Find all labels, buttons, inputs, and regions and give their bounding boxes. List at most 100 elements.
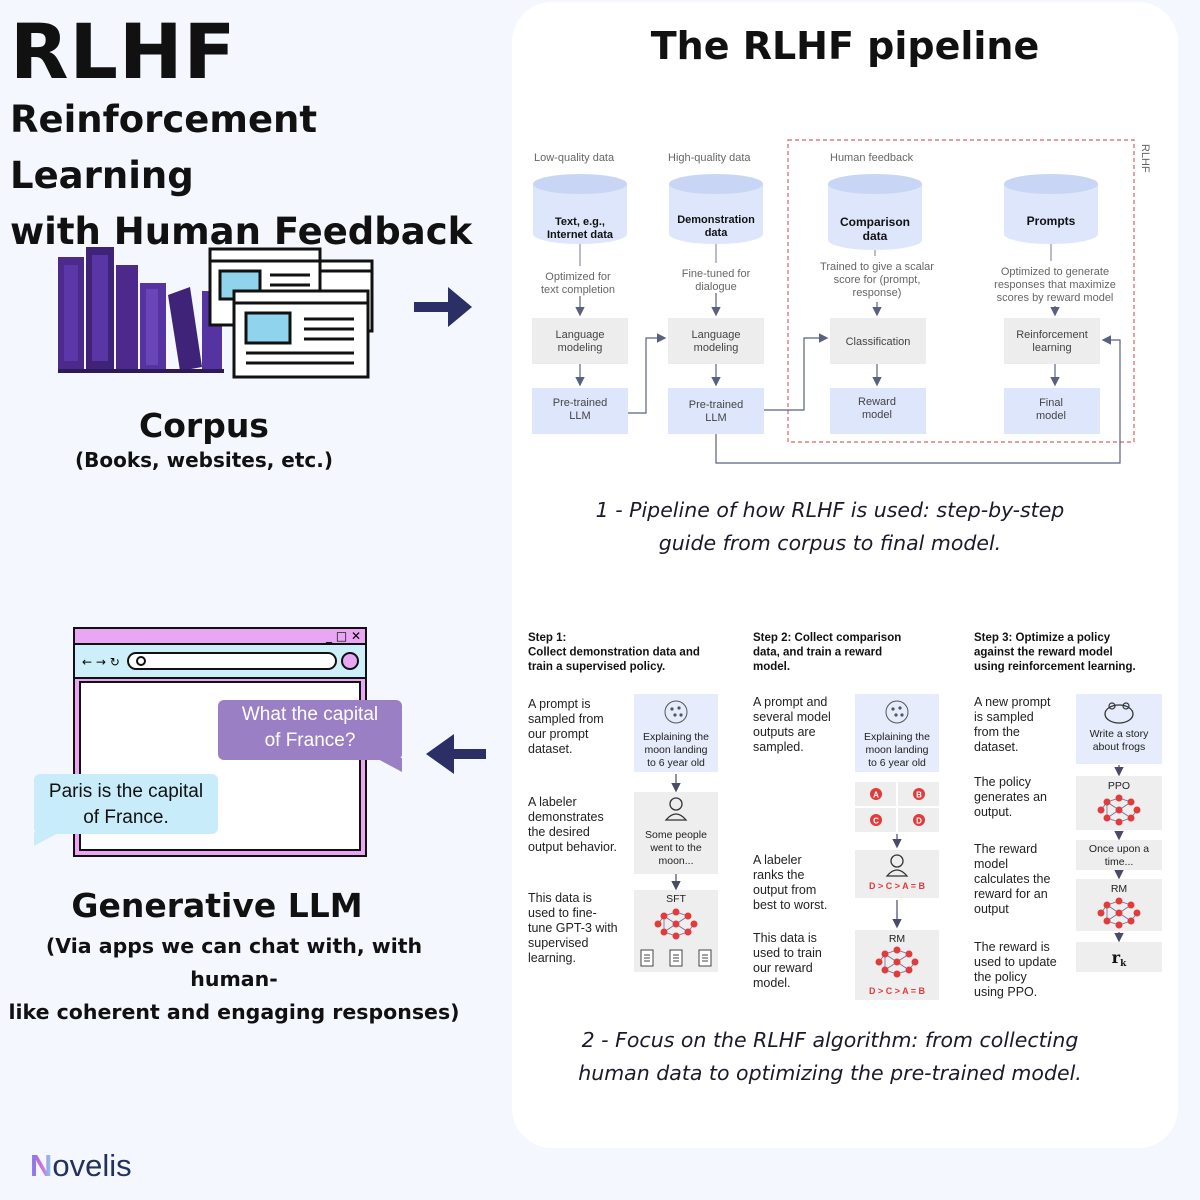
box-label: Classification (846, 336, 911, 348)
box-language-modeling-1 (532, 318, 628, 364)
s1-prompt-card (634, 694, 718, 772)
subtitle-line-2: with Human Feedback (10, 210, 473, 253)
browser-windows-icon (208, 247, 374, 379)
option-label: D (916, 817, 922, 826)
corpus-illustration (58, 247, 374, 379)
s3-output-card (1076, 840, 1162, 870)
box-reinforcement-learning (1004, 318, 1100, 364)
novelis-logo: Novelis (30, 1148, 132, 1184)
box-reward-model (830, 388, 926, 434)
question-text: What the capital of France? (218, 702, 402, 754)
question-line-1: What the capital (241, 704, 379, 725)
question-line-2: of France? (264, 730, 356, 751)
col-label-low: Low-quality data (534, 152, 615, 164)
main-title: RLHF (10, 7, 237, 96)
arrow-right-icon (414, 287, 472, 327)
arrow-left-icon (426, 734, 486, 774)
option-label: A (873, 791, 879, 800)
search-icon (136, 656, 146, 666)
col-label-high: High-quality data (668, 152, 751, 164)
s2-prompt-card (855, 694, 939, 772)
algorithm-caption-line-2: human data to optimizing the pre-trained… (578, 1061, 1082, 1085)
cylinder-prompts: Prompts (1004, 174, 1098, 244)
answer-text: Paris is the capital of France. (34, 779, 218, 831)
generative-subtitle-line-1: (Via apps we can chat with, with human- (45, 934, 423, 991)
box-language-modeling-2 (668, 318, 764, 364)
box-pretrained-llm-2 (668, 388, 764, 434)
option-label: B (916, 791, 922, 800)
card-label: PPO (1108, 780, 1130, 792)
corpus-subtitle: (Books, websites, etc.) (74, 448, 334, 472)
moon-icon (664, 700, 688, 724)
pipeline-title: The RLHF pipeline (650, 24, 1040, 68)
logo-initial: N (30, 1148, 53, 1183)
document-icon (669, 949, 683, 967)
question-bubble (218, 700, 402, 772)
card-label: RM (889, 933, 905, 945)
logo-text: ovelis (52, 1148, 132, 1183)
card-label: RM (1111, 883, 1127, 895)
pipeline-caption-line-2: guide from corpus to final model. (658, 531, 1002, 555)
ranking-text: D > C > A = B (869, 986, 926, 996)
cylinder-text-data: Text, e.g.,Internet data (533, 174, 627, 244)
nav-arrows-icon: ← → ↻ (82, 655, 120, 669)
person-icon (669, 797, 683, 811)
cylinder-label: Prompts (1027, 214, 1076, 228)
s3-prompt-card (1076, 694, 1162, 764)
s2-outputs-grid: A B C D (855, 782, 939, 832)
subtitle-line-1: Reinforcement Learning (10, 98, 318, 197)
s2-labeler-card (855, 850, 939, 898)
cylinder-label: Text, e.g.,Internet data (547, 216, 614, 241)
frog-icon (1104, 704, 1134, 724)
box-final-model (1004, 388, 1100, 434)
rlhf-side-label: RLHF (1139, 144, 1151, 173)
subtitle: Reinforcement Learning with Human Feedba… (10, 92, 490, 260)
search-bar (127, 652, 337, 670)
answer-line-2: of France. (83, 807, 169, 828)
pipeline-diagram: RLHF Low-quality data High-quality data … (532, 139, 1151, 464)
corpus-title: Corpus (139, 406, 269, 445)
moon-icon (885, 700, 909, 724)
box-classification (830, 318, 926, 364)
pipeline-caption-line-1: 1 - Pipeline of how RLHF is used: step-b… (595, 498, 1065, 522)
person-icon (890, 854, 904, 868)
generative-subtitle-line-2: like coherent and engaging responses) (8, 1000, 460, 1024)
box-pretrained-llm-1 (532, 388, 628, 434)
algorithm-caption: 2 - Focus on the RLHF algorithm: from co… (540, 1024, 1120, 1090)
answer-line-1: Paris is the capital (48, 781, 204, 802)
document-icon (698, 949, 712, 967)
rlhf-region (787, 139, 1135, 443)
algorithm-caption-line-1: 2 - Focus on the RLHF algorithm: from co… (581, 1028, 1079, 1052)
generative-title: Generative LLM (71, 886, 363, 925)
